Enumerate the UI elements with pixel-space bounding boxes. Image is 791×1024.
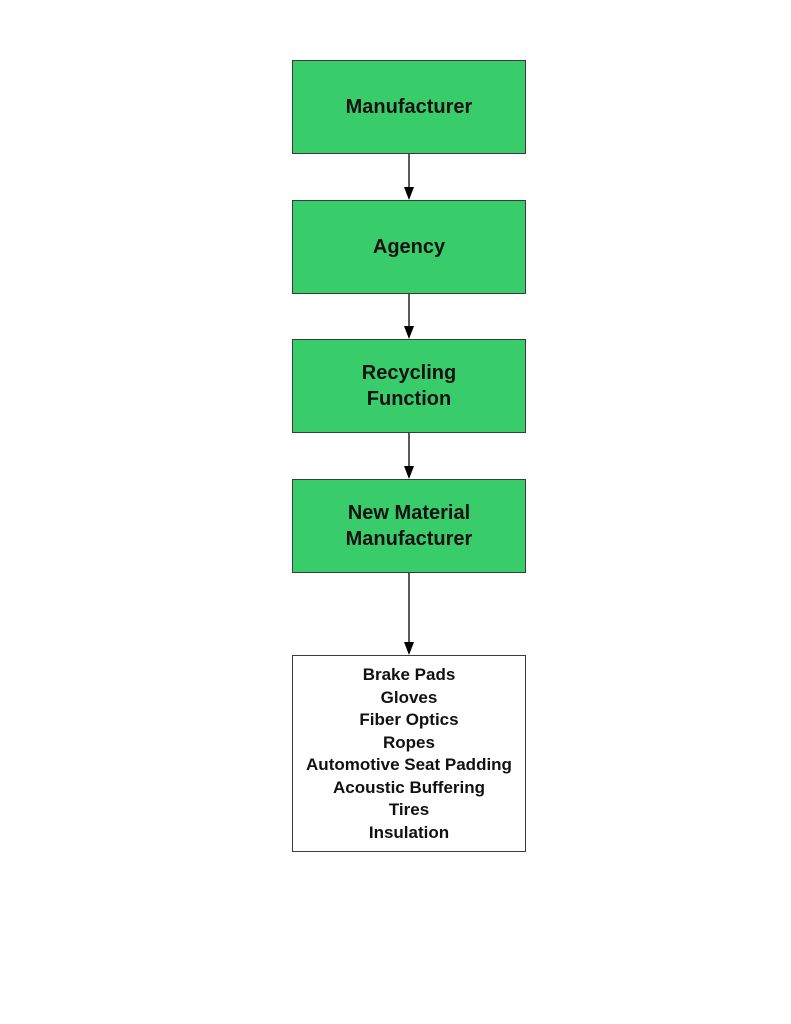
- arrowhead-icon: [404, 326, 414, 339]
- products-node: Brake Pads Gloves Fiber Optics Ropes Aut…: [292, 655, 526, 852]
- new-material-label-line-1: New Material: [347, 502, 471, 524]
- arrowhead-icon: [404, 466, 414, 479]
- product-item: Fiber Optics: [359, 710, 459, 729]
- manufacturer-node: Manufacturer: [292, 60, 526, 154]
- product-item: Automotive Seat Padding: [306, 755, 512, 774]
- arrowhead-icon: [404, 187, 414, 200]
- recycling-function-node: Recycling Function: [292, 339, 526, 433]
- new-material-label-line-2: Manufacturer: [345, 528, 473, 550]
- manufacturer-label: Manufacturer: [345, 96, 473, 118]
- new-material-manufacturer-node: New Material Manufacturer: [292, 479, 526, 573]
- agency-node: Agency: [292, 200, 526, 294]
- product-item: Acoustic Buffering: [332, 777, 486, 797]
- recycling-label-line-2: Function: [366, 388, 452, 410]
- arrowhead-icon: [404, 642, 414, 655]
- recycling-label-line-1: Recycling: [361, 362, 457, 384]
- product-item: Tires: [388, 800, 430, 819]
- product-item: Gloves: [380, 687, 438, 707]
- product-item: Insulation: [368, 822, 450, 842]
- product-item: Ropes: [383, 732, 435, 752]
- agency-label: Agency: [372, 236, 446, 258]
- product-item: Brake Pads: [362, 665, 456, 684]
